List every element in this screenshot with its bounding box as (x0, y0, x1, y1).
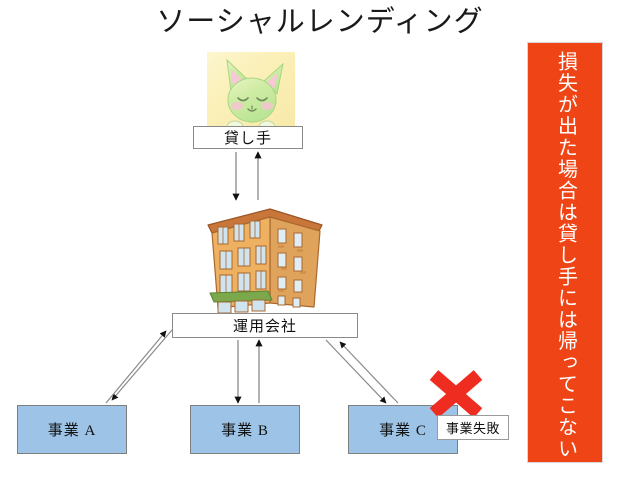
node-operator-label: 運用会社 (232, 319, 297, 335)
arrow-business-a-to-operator (105, 330, 167, 404)
warning-banner: 損失が出た場合は貸し手には帰ってこない (527, 42, 603, 463)
node-business-b-label: 事業 B (221, 423, 269, 439)
red-x-mark-icon (425, 369, 487, 419)
arrow-operator-to-business-a (111, 329, 173, 401)
apartment-building-illustration (198, 203, 332, 315)
node-operator[interactable]: 運用会社 (172, 313, 358, 338)
arrow-business-c-to-operator (339, 341, 399, 404)
cat-watercolor-illustration (207, 52, 295, 134)
page-title: ソーシャルレンディング (156, 6, 484, 38)
label-business-failure-text: 事業失敗 (445, 421, 500, 436)
arrow-operator-to-business-c (325, 339, 387, 404)
warning-banner-text: 損失が出た場合は貸し手には帰ってこない (554, 51, 577, 460)
node-lender-label: 貸し手 (223, 131, 272, 147)
node-lender[interactable]: 貸し手 (193, 126, 303, 149)
node-business-a[interactable]: 事業 A (17, 405, 127, 454)
node-business-b[interactable]: 事業 B (190, 405, 300, 454)
node-business-a-label: 事業 A (47, 423, 97, 439)
label-business-failure[interactable]: 事業失敗 (437, 415, 509, 440)
node-business-c-label: 事業 C (379, 423, 427, 439)
